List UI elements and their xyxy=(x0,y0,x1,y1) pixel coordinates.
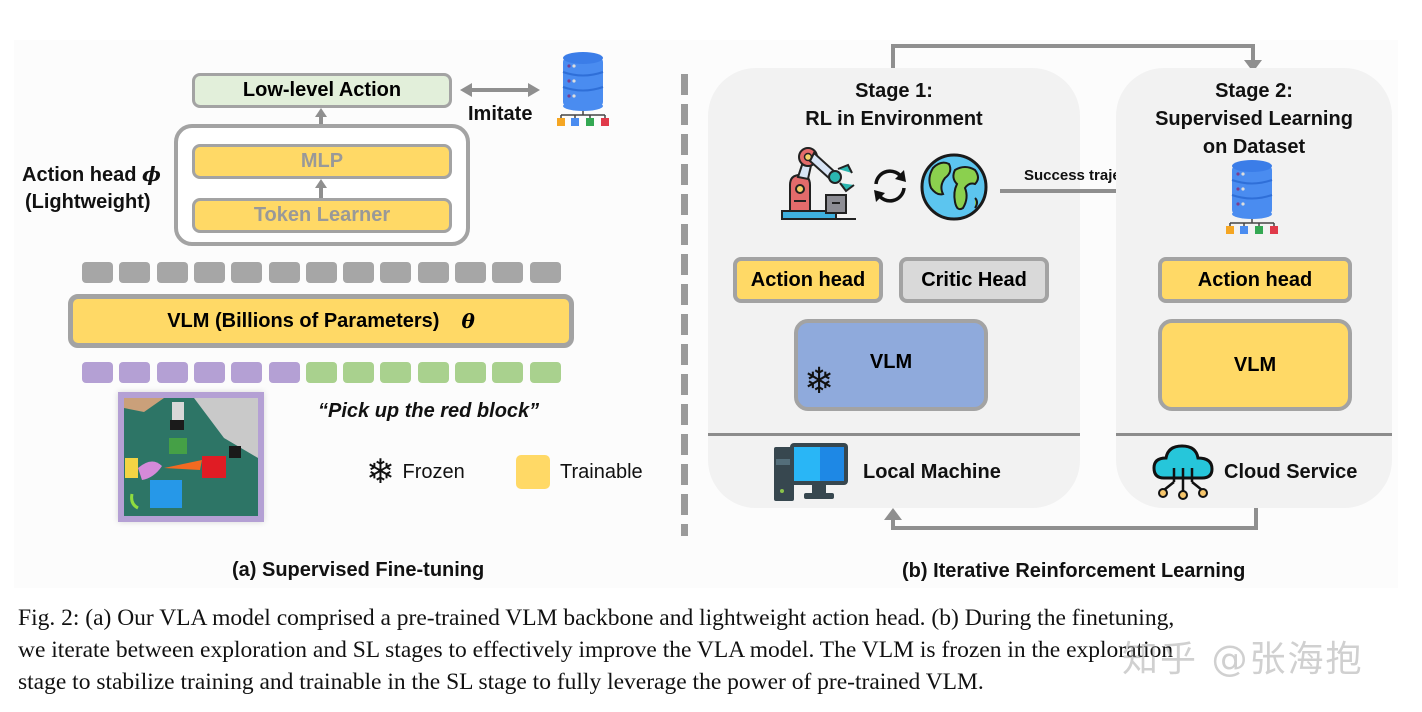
stage2-title-line1: Stage 2: xyxy=(1215,80,1293,102)
stage1-vlm-box: VLM xyxy=(794,319,988,411)
critic-head-box: Critic Head xyxy=(899,257,1049,303)
lightweight-label: (Lightweight) xyxy=(25,191,151,213)
stage1-action-head-box: Action head xyxy=(733,257,883,303)
stage1-title: Stage 1: RL in Environment xyxy=(708,77,1080,133)
figure-caption: Fig. 2: (a) Our VLA model comprised a pr… xyxy=(18,602,1410,698)
arrow-up-icon xyxy=(315,179,327,199)
text-token xyxy=(380,362,412,383)
robot-observation-image xyxy=(118,392,264,522)
stage1-title-line1: Stage 1: xyxy=(855,80,933,102)
stage1-vlm-label: VLM xyxy=(869,351,913,373)
legend-frozen-label: Frozen xyxy=(402,460,465,483)
instruction-text: “Pick up the red block” xyxy=(318,400,540,422)
text-token xyxy=(417,362,449,383)
stage2-vlm-label: VLM xyxy=(1233,353,1277,376)
subcaption-a: (a) Supervised Fine-tuning xyxy=(232,559,485,581)
theta-symbol: θ xyxy=(461,309,475,333)
output-token xyxy=(268,262,300,283)
stage1-action-head-label: Action head xyxy=(750,268,866,291)
output-token xyxy=(156,262,188,283)
output-token xyxy=(455,262,486,283)
stage2-action-head-box: Action head xyxy=(1158,257,1352,303)
loop-arrow-top xyxy=(891,44,1255,48)
critic-head-label: Critic Head xyxy=(921,268,1027,291)
imitate-double-arrow xyxy=(460,83,540,97)
snowflake-icon: ❄ xyxy=(366,453,395,491)
cycle-arrows-icon xyxy=(874,169,906,203)
imitate-label: Imitate xyxy=(468,103,533,125)
text-token xyxy=(305,362,337,383)
robot-arm-icon xyxy=(781,147,856,220)
text-token xyxy=(529,362,561,383)
stage1-title-line2: RL in Environment xyxy=(805,108,983,130)
image-token xyxy=(82,362,113,383)
output-token xyxy=(492,262,524,283)
loop-arrow-top-right-leg xyxy=(1251,44,1255,64)
vlm-box: VLM (Billions of Parameters) θ xyxy=(68,294,574,348)
snowflake-icon: ❄ xyxy=(804,360,835,401)
stage2-title-line2: Supervised Learning xyxy=(1155,108,1353,130)
arrow-up-icon xyxy=(884,508,902,520)
loop-arrow-bottom-left-leg xyxy=(891,518,895,530)
subcaption-b: (b) Iterative Reinforcement Learning xyxy=(902,560,1246,582)
legend-trainable: Trainable xyxy=(516,455,643,489)
action-head-title: Action head ϕ xyxy=(22,162,161,187)
low-level-action-label: Low-level Action xyxy=(242,79,402,101)
loop-arrow-bottom-right-leg xyxy=(1254,508,1258,530)
legend-trainable-label: Trainable xyxy=(560,460,643,483)
success-trajectories-arrow xyxy=(1000,189,1196,193)
watermark: 知乎 @张海抱 xyxy=(1122,639,1364,680)
action-head-text: Action head xyxy=(22,164,137,186)
caption-line: stage to stabilize training and trainabl… xyxy=(18,669,984,695)
stage2-title-line3: on Dataset xyxy=(1202,136,1306,158)
stage2-title: Stage 2: Supervised Learning on Dataset xyxy=(1116,77,1392,161)
image-token xyxy=(268,362,300,383)
phi-symbol: ϕ xyxy=(142,162,161,186)
dataset-database-icon xyxy=(1226,160,1278,234)
output-token xyxy=(343,262,375,283)
output-token xyxy=(82,262,113,283)
stage2-divider xyxy=(1116,433,1392,436)
mlp-box: MLP xyxy=(192,144,452,179)
output-token xyxy=(119,262,151,283)
cloud-service-label: Cloud Service xyxy=(1224,461,1358,483)
output-token xyxy=(231,262,263,283)
legend-frozen: ❄ Frozen xyxy=(366,455,465,489)
output-token xyxy=(193,262,225,283)
text-token xyxy=(492,362,524,383)
image-token xyxy=(119,362,151,383)
image-token xyxy=(156,362,188,383)
loop-arrow-bottom xyxy=(891,526,1258,530)
database-icon xyxy=(557,52,609,126)
stage2-action-head-label: Action head xyxy=(1197,268,1313,291)
output-token xyxy=(380,262,412,283)
text-token xyxy=(455,362,486,383)
token-learner-box: Token Learner xyxy=(192,198,452,233)
stage1-divider xyxy=(708,433,1080,436)
stage2-vlm-box: VLM xyxy=(1158,319,1352,411)
text-token xyxy=(343,362,375,383)
caption-line: Fig. 2: (a) Our VLA model comprised a pr… xyxy=(18,605,1175,631)
output-token xyxy=(417,262,449,283)
vlm-label: VLM (Billions of Parameters) xyxy=(167,309,440,332)
cloud-service-icon xyxy=(1152,444,1214,500)
local-machine-label: Local Machine xyxy=(863,461,1001,483)
loop-arrow-top-left-leg xyxy=(891,44,895,74)
mlp-label: MLP xyxy=(300,150,344,172)
trainable-swatch xyxy=(516,455,550,489)
arrow-down-icon xyxy=(1244,60,1262,72)
globe-icon xyxy=(920,153,988,221)
panel-divider xyxy=(681,74,688,536)
output-token xyxy=(305,262,337,283)
image-token xyxy=(193,362,225,383)
caption-line: we iterate between exploration and SL st… xyxy=(18,637,1174,663)
image-token xyxy=(231,362,263,383)
token-learner-label: Token Learner xyxy=(253,204,391,226)
low-level-action-box: Low-level Action xyxy=(192,73,452,108)
output-token xyxy=(529,262,561,283)
local-machine-icon xyxy=(774,443,848,501)
